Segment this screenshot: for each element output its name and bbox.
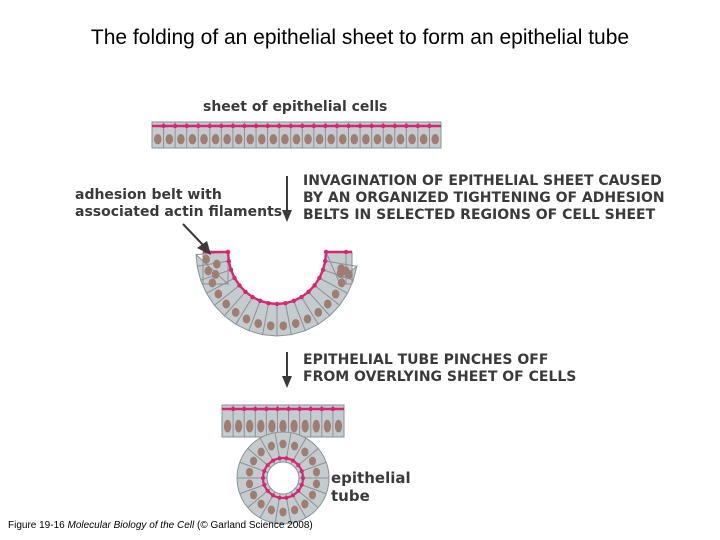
cell-nucleus bbox=[223, 134, 231, 144]
tube-label: epithelial tube bbox=[331, 469, 411, 505]
cell-nucleus bbox=[209, 278, 217, 287]
cell-nucleus bbox=[246, 420, 253, 433]
tube-lumen bbox=[267, 462, 299, 494]
cell-nucleus bbox=[177, 134, 185, 144]
cell-nucleus bbox=[243, 314, 251, 323]
cell-nucleus bbox=[200, 134, 208, 144]
cell-nucleus bbox=[338, 278, 346, 287]
cell-nucleus bbox=[345, 270, 353, 279]
cell-nucleus bbox=[246, 134, 254, 144]
cell-nucleus bbox=[257, 420, 264, 433]
cell-nucleus bbox=[189, 134, 197, 144]
pinch-off-label: EPITHELIAL TUBE PINCHES OFF FROM OVERLYI… bbox=[303, 352, 576, 386]
cell-nucleus bbox=[324, 299, 332, 308]
cell-nucleus bbox=[327, 134, 335, 144]
adhesion-pointer-arrow bbox=[183, 224, 211, 255]
cell-nucleus bbox=[420, 134, 428, 144]
cell-nucleus bbox=[250, 491, 257, 500]
cell-nucleus bbox=[267, 321, 275, 330]
cell-nucleus bbox=[291, 506, 298, 515]
cell-nucleus bbox=[292, 319, 300, 328]
cell-nucleus bbox=[212, 134, 220, 144]
cell-nucleus bbox=[293, 134, 301, 144]
caption-book-title: Molecular Biology of the Cell bbox=[67, 520, 194, 531]
cell-nucleus bbox=[309, 457, 316, 466]
cell-nucleus bbox=[431, 134, 439, 144]
adhesion-belt-label: adhesion belt with associated actin fila… bbox=[75, 187, 282, 221]
cell-nucleus bbox=[374, 134, 382, 144]
cell-nucleus bbox=[204, 266, 212, 275]
cell-nucleus bbox=[279, 440, 286, 449]
cell-nucleus bbox=[304, 314, 312, 323]
cell-nucleus bbox=[246, 480, 253, 489]
cell-nucleus bbox=[339, 134, 347, 144]
cell-nucleus bbox=[215, 290, 223, 299]
cell-nucleus bbox=[314, 308, 322, 317]
cell-nucleus bbox=[279, 508, 286, 517]
cell-nucleus bbox=[337, 269, 345, 278]
cell-nucleus bbox=[313, 420, 320, 433]
cell-nucleus bbox=[290, 420, 297, 433]
cell-nucleus bbox=[397, 134, 405, 144]
cell-nucleus bbox=[332, 290, 340, 299]
cell-nucleus bbox=[270, 134, 278, 144]
cell-nucleus bbox=[281, 134, 289, 144]
cell-nucleus bbox=[222, 299, 230, 308]
cell-nucleus bbox=[232, 308, 240, 317]
cell-nucleus bbox=[268, 442, 275, 451]
caption-suffix: (© Garland Science 2008) bbox=[194, 520, 313, 531]
cell-nucleus bbox=[258, 134, 266, 144]
cell-nucleus bbox=[224, 420, 231, 433]
invagination-label: INVAGINATION OF EPITHELIAL SHEET CAUSED … bbox=[303, 173, 665, 224]
cell-nucleus bbox=[313, 468, 320, 477]
caption-prefix: Figure 19-16 bbox=[8, 520, 67, 531]
cell-nucleus bbox=[258, 448, 265, 457]
invaginating-sheet bbox=[196, 250, 357, 336]
cell-nucleus bbox=[154, 134, 162, 144]
cell-nucleus bbox=[258, 500, 265, 509]
cell-nucleus bbox=[408, 134, 416, 144]
cell-nucleus bbox=[279, 420, 286, 433]
cell-nucleus bbox=[280, 321, 288, 330]
sheet-label: sheet of epithelial cells bbox=[203, 99, 387, 116]
cell-nucleus bbox=[291, 442, 298, 451]
cell-nucleus bbox=[302, 420, 309, 433]
cell-nucleus bbox=[213, 260, 221, 269]
cell-nucleus bbox=[301, 500, 308, 509]
cell-nucleus bbox=[254, 319, 262, 328]
figure-caption: Figure 19-16 Molecular Biology of the Ce… bbox=[8, 520, 313, 531]
down-arrow-1 bbox=[282, 176, 292, 222]
cell-nucleus bbox=[212, 270, 220, 279]
cell-nucleus bbox=[385, 134, 393, 144]
cell-nucleus bbox=[309, 491, 316, 500]
cell-nucleus bbox=[202, 255, 210, 264]
cell-nucleus bbox=[301, 448, 308, 457]
cell-nucleus bbox=[335, 420, 342, 433]
cell-nucleus bbox=[304, 134, 312, 144]
cell-nucleus bbox=[246, 468, 253, 477]
cell-nucleus bbox=[350, 134, 358, 144]
epithelial-tube bbox=[237, 432, 329, 524]
cell-nucleus bbox=[235, 420, 242, 433]
cell-nucleus bbox=[235, 134, 243, 144]
epithelial-sheet bbox=[152, 122, 441, 148]
cell-nucleus bbox=[166, 134, 174, 144]
cell-nucleus bbox=[362, 134, 370, 144]
cell-nucleus bbox=[313, 480, 320, 489]
cell-nucleus bbox=[250, 457, 257, 466]
cell-nucleus bbox=[316, 134, 324, 144]
cell-nucleus bbox=[324, 420, 331, 433]
cell-nucleus bbox=[268, 506, 275, 515]
down-arrow-2 bbox=[282, 352, 292, 388]
cell-nucleus bbox=[268, 420, 275, 433]
